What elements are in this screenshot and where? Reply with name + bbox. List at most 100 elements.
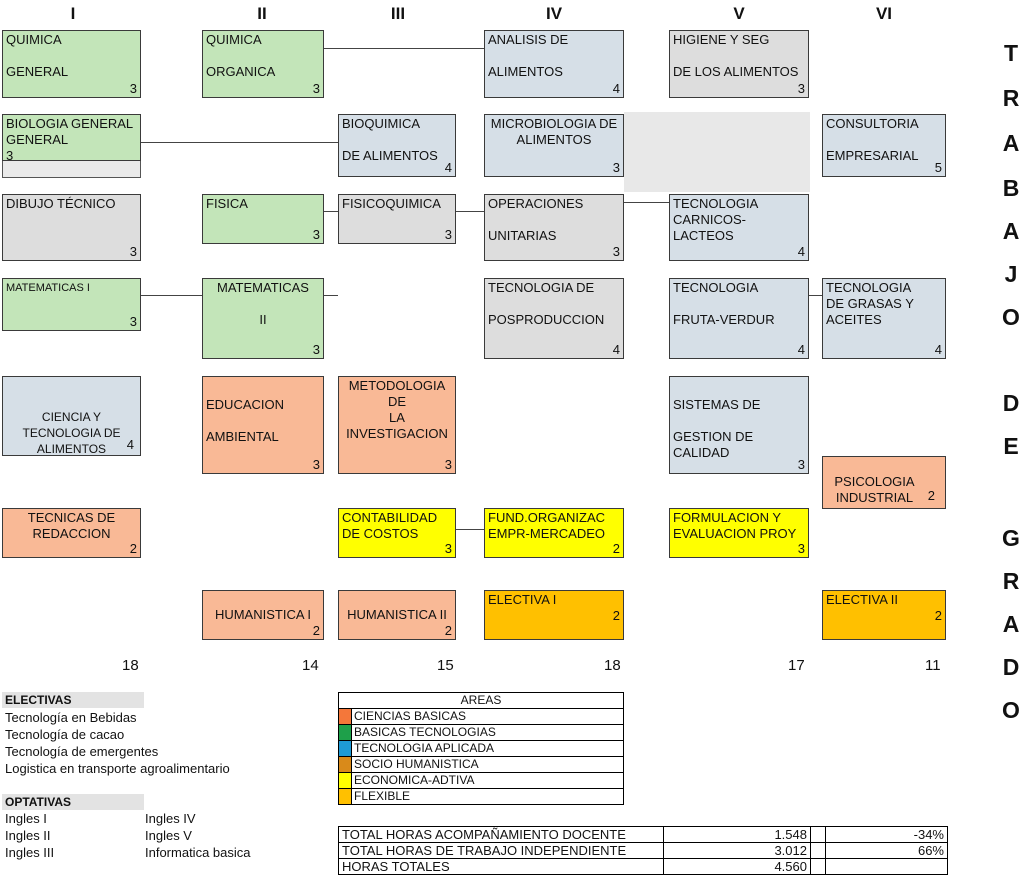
course-tecnologia-grasas-aceites[interactable]: TECNOLOGIA DE GRASAS Y ACEITES 4 [822, 278, 946, 359]
course-name: TECNICAS DE REDACCION [27, 510, 116, 541]
course-educacion-ambiental[interactable]: EDUCACION AMBIENTAL 3 [202, 376, 324, 474]
course-credits: 3 [612, 244, 620, 259]
course-name: QUIMICA ORGANICA [206, 32, 276, 79]
course-formulacion-evaluacion-proy[interactable]: FORMULACION Y EVALUACION PROY 3 [669, 508, 809, 558]
course-credits: 5 [934, 160, 942, 175]
course-fisicoquimica[interactable]: FISICOQUIMICA 3 [338, 194, 456, 244]
course-sistemas-gestion-calidad[interactable]: SISTEMAS DE GESTION DE CALIDAD 3 [669, 376, 809, 474]
course-credits: 3 [444, 457, 452, 472]
course-credits: 4 [934, 342, 942, 357]
course-name: MATEMATICAS I [6, 282, 90, 294]
connector-line [324, 211, 339, 212]
course-credits: 3 [129, 81, 137, 96]
course-consultoria-empresarial[interactable]: CONSULTORIA EMPRESARIAL 5 [822, 114, 946, 177]
semester-header-2: II [257, 4, 267, 23]
course-matematicas-ii[interactable]: MATEMATICAS II 3 [202, 278, 324, 359]
totals-label: TOTAL HORAS DE TRABAJO INDEPENDIENTE [338, 842, 664, 859]
course-quimica-organica[interactable]: QUIMICA ORGANICA 3 [202, 30, 324, 98]
area-label: BASICAS TECNOLOGIAS [351, 724, 624, 741]
course-credits: 2 [927, 488, 935, 503]
connector-line [808, 295, 822, 296]
course-credits: 3 [129, 314, 137, 329]
course-electiva-ii[interactable]: ELECTIVA II 2 [822, 590, 946, 640]
course-tecnologia-fruta-verdura[interactable]: TECNOLOGIA FRUTA-VERDUR 4 [669, 278, 809, 359]
trabajo-letter: A [1002, 611, 1020, 637]
course-matematicas-i[interactable]: MATEMATICAS I 3 [2, 278, 141, 331]
course-credits: 4 [797, 244, 805, 259]
course-contabilidad-costos[interactable]: CONTABILIDAD DE COSTOS 3 [338, 508, 456, 558]
totals-label: HORAS TOTALES [338, 858, 664, 875]
connector-line [141, 295, 202, 296]
connector-line [455, 211, 484, 212]
trabajo-letter: E [1003, 433, 1019, 459]
course-credits: 3 [312, 81, 320, 96]
course-name: QUIMICA GENERAL [6, 32, 69, 79]
course-quimica-general[interactable]: QUIMICA GENERAL 3 [2, 30, 141, 98]
totals-value: 3.012 [663, 842, 811, 859]
course-dibujo-tecnico[interactable]: DIBUJO TÉCNICO 3 [2, 194, 141, 261]
course-name: SISTEMAS DE GESTION DE CALIDAD [673, 397, 761, 460]
course-biologia-general[interactable]: BIOLOGIA GENERAL GENERAL 3 [2, 114, 141, 163]
trabajo-letter: D [1002, 390, 1020, 416]
hours-totals-table: TOTAL HORAS ACOMPAÑAMIENTO DOCENTE 1.548… [338, 826, 948, 875]
optativa-item: Ingles I [5, 811, 47, 826]
course-name: ELECTIVA II [826, 592, 899, 607]
electiva-item: Tecnología de emergentes [5, 744, 159, 759]
course-name: BIOLOGIA GENERAL GENERAL 3 [6, 116, 134, 163]
area-swatch-basicas-tecnologias [338, 724, 352, 741]
semester-total-1: 18 [122, 657, 139, 674]
trabajo-letter: B [1002, 175, 1020, 201]
course-credits: 3 [797, 541, 805, 556]
course-operaciones-unitarias[interactable]: OPERACIONES UNITARIAS 3 [484, 194, 624, 261]
areas-legend: AREAS CIENCIAS BASICAS BASICAS TECNOLOGI… [338, 692, 624, 805]
course-bioquimica-alimentos[interactable]: BIOQUIMICA DE ALIMENTOS 4 [338, 114, 456, 177]
course-credits: 3 [129, 244, 137, 259]
electiva-item: Logistica en transporte agroalimentario [5, 761, 230, 776]
trabajo-letter: R [1002, 85, 1020, 111]
course-name: CONSULTORIA EMPRESARIAL [826, 116, 919, 163]
course-microbiologia-alimentos[interactable]: MICROBIOLOGIA DE ALIMENTOS 3 [484, 114, 624, 177]
area-swatch-ciencias-basicas [338, 708, 352, 725]
semester-header-3: III [390, 4, 406, 23]
electiva-item: Tecnología de cacao [5, 727, 125, 742]
optativa-item: Ingles V [145, 828, 192, 843]
course-ciencia-tecnologia-alimentos[interactable]: CIENCIA Y TECNOLOGIA DE ALIMENTOS 4 [2, 376, 141, 456]
course-humanistica-ii[interactable]: HUMANISTICA II 2 [338, 590, 456, 640]
area-swatch-socio-humanistica [338, 756, 352, 773]
course-credits: 3 [444, 227, 452, 242]
area-label: CIENCIAS BASICAS [351, 708, 624, 725]
totals-value: 4.560 [663, 858, 811, 875]
course-credits: 3 [797, 81, 805, 96]
course-electiva-i[interactable]: ELECTIVA I 2 [484, 590, 624, 640]
optativas-title: OPTATIVAS [2, 794, 144, 810]
trabajo-letter: G [1002, 525, 1020, 551]
totals-spacer [810, 826, 826, 843]
course-metodologia-investigacion[interactable]: METODOLOGIA DE LA INVESTIGACION 3 [338, 376, 456, 474]
course-name: TECNOLOGIA DE POSPRODUCCION [488, 280, 605, 327]
course-humanistica-i[interactable]: HUMANISTICA I 2 [202, 590, 324, 640]
course-credits: 2 [612, 608, 620, 623]
course-name: FUND.ORGANIZAC EMPR-MERCADEO [488, 510, 606, 541]
semester-total-6: 11 [925, 657, 941, 674]
course-name: DIBUJO TÉCNICO [6, 196, 116, 211]
connector-line [141, 142, 338, 143]
course-higiene-seguridad[interactable]: HIGIENE Y SEG DE LOS ALIMENTOS 3 [669, 30, 809, 98]
course-tecnologia-carnicos-lacteos[interactable]: TECNOLOGIA CARNICOS- LACTEOS 4 [669, 194, 809, 261]
course-tecnicas-redaccion[interactable]: TECNICAS DE REDACCION 2 [2, 508, 141, 558]
course-analisis-alimentos[interactable]: ANALISIS DE ALIMENTOS 4 [484, 30, 624, 98]
semester-header-5: V [733, 4, 745, 23]
course-tecnologia-posproduccion[interactable]: TECNOLOGIA DE POSPRODUCCION 4 [484, 278, 624, 359]
optativa-item: Ingles IV [145, 811, 196, 826]
course-fisica[interactable]: FISICA 3 [202, 194, 324, 244]
totals-spacer [810, 858, 826, 875]
course-name: ANALISIS DE ALIMENTOS [488, 32, 569, 79]
course-credits: 4 [126, 437, 134, 452]
course-fund-organizac[interactable]: FUND.ORGANIZAC EMPR-MERCADEO 2 [484, 508, 624, 558]
totals-label: TOTAL HORAS ACOMPAÑAMIENTO DOCENTE [338, 826, 664, 843]
course-credits: 3 [312, 342, 320, 357]
semester-header-4: IV [545, 4, 563, 23]
areas-title: AREAS [338, 692, 624, 709]
totals-pct [825, 858, 948, 875]
course-psicologia-industrial[interactable]: PSICOLOGIA INDUSTRIAL 2 [822, 456, 946, 509]
course-credits: 4 [797, 342, 805, 357]
